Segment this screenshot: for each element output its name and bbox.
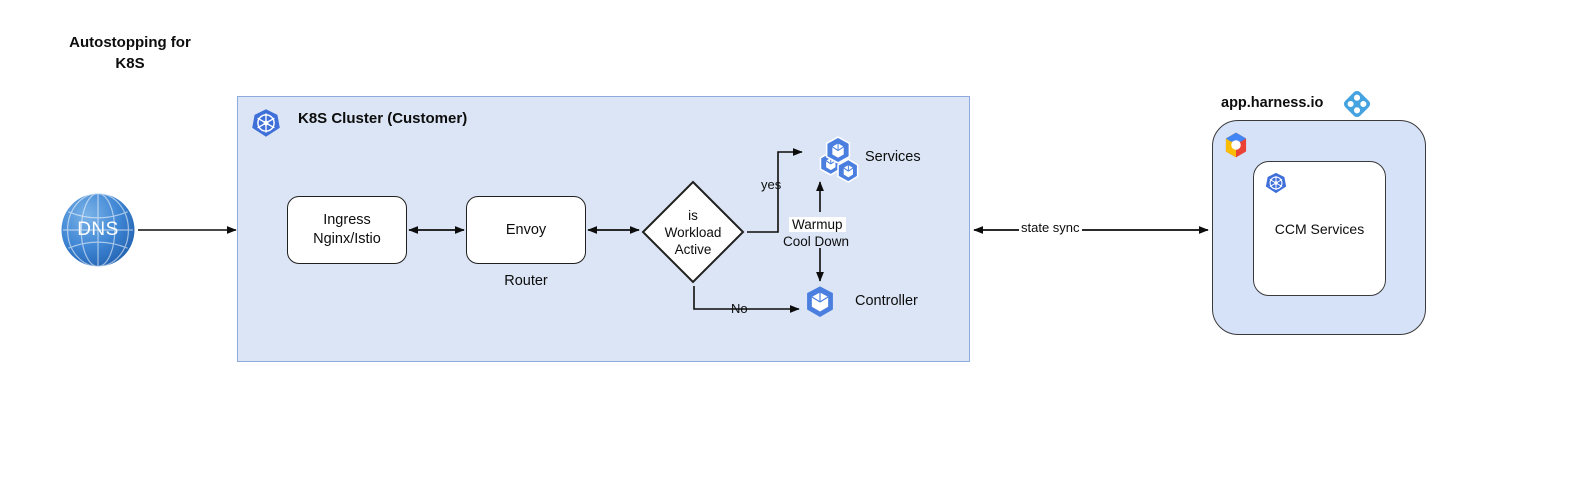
ingress-node[interactable]: Ingress Nginx/Istio [287,196,407,264]
cluster-title: K8S Cluster (Customer) [298,110,468,127]
yes-label: yes [761,177,782,192]
services-label: Services [865,149,921,165]
harness-title: app.harness.io [1221,95,1324,111]
state-sync-label: state sync [1019,220,1082,235]
ccm-services-label: CCM Services [1274,221,1365,237]
envoy-node[interactable]: Envoy [466,196,586,264]
page-title: Autostopping for K8S [69,34,191,72]
google-cloud-icon [1225,132,1247,158]
router-label: Router [504,273,548,289]
dns-globe-icon[interactable] [60,192,136,268]
kubernetes-pod-icon[interactable] [803,285,837,319]
no-label: No [731,301,748,316]
kubernetes-pods-icon[interactable] [806,134,868,196]
kubernetes-icon [1265,172,1287,194]
warmup-label: Warmup [789,217,846,232]
harness-logo [1343,90,1371,118]
kubernetes-icon [252,109,280,137]
decision-diamond[interactable] [641,180,745,284]
controller-label: Controller [855,293,918,309]
cooldown-label: Cool Down [783,234,850,249]
